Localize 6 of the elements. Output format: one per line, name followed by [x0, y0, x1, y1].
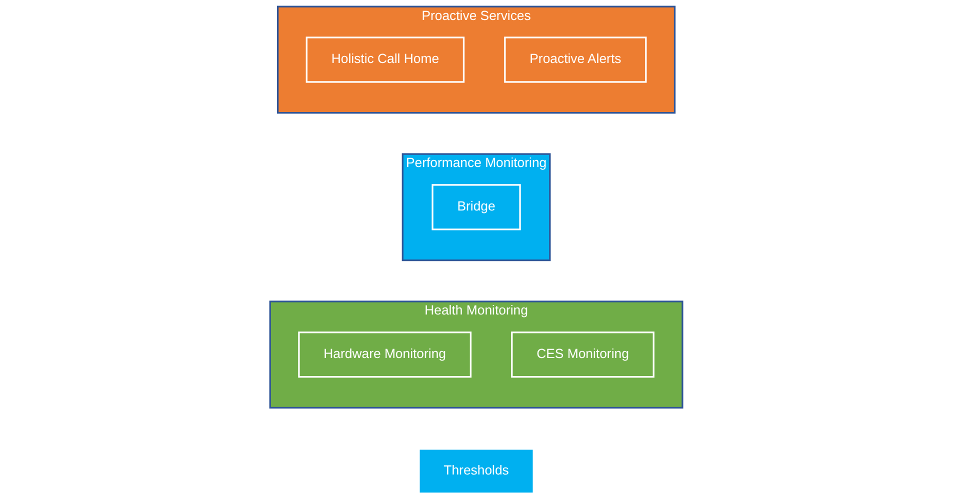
node-box: CES Monitoring [511, 332, 655, 378]
node-box: Proactive Alerts [504, 36, 647, 83]
node-box: Hardware Monitoring [298, 332, 472, 378]
node-box: Holistic Call Home [306, 36, 465, 83]
node-box: Bridge [432, 184, 522, 230]
node-box: Thresholds [418, 448, 535, 494]
